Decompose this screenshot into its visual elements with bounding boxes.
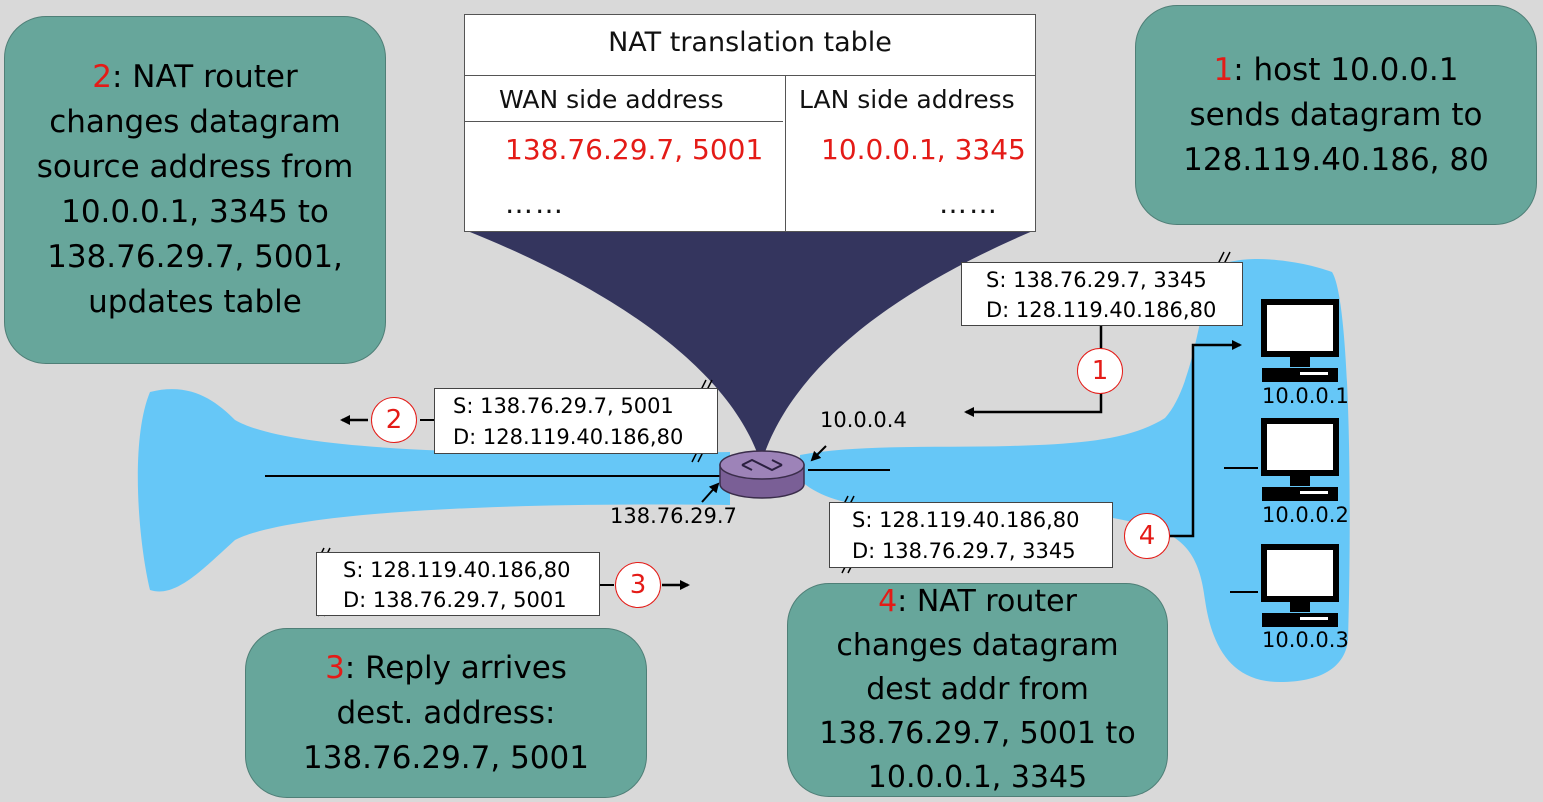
callout-step2-line1: : NAT router bbox=[112, 59, 298, 95]
packet-step3: S: 128.119.40.186,80 D: 138.76.29.7, 500… bbox=[316, 552, 600, 616]
callout-step4-line2: changes datagram bbox=[836, 628, 1119, 663]
step3-marker: 3 bbox=[615, 562, 661, 608]
callout-step4-line4: 138.76.29.7, 5001 to bbox=[819, 716, 1136, 751]
packet-step4: S: 128.119.40.186,80 D: 138.76.29.7, 334… bbox=[829, 502, 1113, 568]
packet-step2-source: S: 138.76.29.7, 5001 bbox=[453, 394, 674, 418]
step4-connector bbox=[1168, 340, 1242, 538]
step1-marker: 1 bbox=[1077, 348, 1123, 394]
lan-address-cell: 10.0.0.1, 3345 bbox=[821, 133, 1026, 166]
wan-column-header: WAN side address bbox=[499, 85, 724, 114]
packet-step4-dest: D: 138.76.29.7, 3345 bbox=[852, 539, 1076, 563]
callout-step3: 3: Reply arrives dest. address: 138.76.2… bbox=[245, 628, 647, 798]
callout-step2-line4: 10.0.0.1, 3345 to bbox=[61, 194, 329, 230]
host1-computer-icon[interactable] bbox=[1261, 299, 1339, 382]
nat-table-header-underline bbox=[465, 121, 783, 122]
nat-table-divider bbox=[465, 75, 1035, 76]
router-wan-address: 138.76.29.7 bbox=[610, 504, 737, 528]
lan-column-header: LAN side address bbox=[799, 85, 1015, 114]
packet-step3-source: S: 128.119.40.186,80 bbox=[343, 558, 571, 582]
callout-step4-line3: dest addr from bbox=[866, 672, 1089, 707]
callout-step3-line1: : Reply arrives bbox=[344, 649, 567, 686]
callout-step3-line3: 138.76.29.7, 5001 bbox=[303, 739, 589, 776]
nat-table-title: NAT translation table bbox=[608, 27, 892, 58]
nat-router-icon[interactable] bbox=[719, 450, 805, 499]
lan-more-rows: …… bbox=[939, 187, 999, 220]
packet-step3-dest: D: 138.76.29.7, 5001 bbox=[343, 588, 567, 612]
callout-step3-line2: dest. address: bbox=[336, 694, 556, 731]
callout-step2-line5: 138.76.29.7, 5001, bbox=[47, 239, 343, 275]
callout-step2: 2: NAT router changes datagram source ad… bbox=[4, 16, 386, 364]
callout-step1: 1: host 10.0.0.1 sends datagram to 128.1… bbox=[1135, 5, 1537, 225]
router-lan-address: 10.0.0.4 bbox=[820, 408, 907, 432]
host3-address: 10.0.0.3 bbox=[1262, 628, 1349, 652]
nat-table-funnel bbox=[465, 230, 1035, 455]
wan-network-horn bbox=[137, 389, 730, 592]
callout-step4: 4: NAT router changes datagram dest addr… bbox=[787, 583, 1168, 797]
wan-address-cell: 138.76.29.7, 5001 bbox=[505, 133, 764, 166]
callout-step3-number: 3 bbox=[325, 649, 345, 686]
lan-network-region bbox=[800, 259, 1350, 682]
host2-address: 10.0.0.2 bbox=[1262, 503, 1349, 527]
packet-step1: S: 138.76.29.7, 3345 D: 128.119.40.186,8… bbox=[961, 262, 1243, 326]
callout-step2-number: 2 bbox=[92, 59, 112, 95]
packet-step2-dest: D: 128.119.40.186,80 bbox=[453, 425, 684, 449]
callout-step1-number: 1 bbox=[1213, 51, 1234, 88]
callout-step4-line1: : NAT router bbox=[897, 584, 1077, 619]
wan-more-rows: …… bbox=[505, 187, 565, 220]
host1-address: 10.0.0.1 bbox=[1262, 384, 1349, 408]
host2-computer-icon[interactable] bbox=[1261, 418, 1339, 501]
callout-step4-line5: 10.0.0.1, 3345 bbox=[867, 760, 1088, 795]
packet-step1-dest: D: 128.119.40.186,80 bbox=[986, 298, 1217, 322]
step4-marker: 4 bbox=[1124, 513, 1170, 559]
router-wan-pointer bbox=[701, 482, 720, 503]
callout-step1-line1: : host 10.0.0.1 bbox=[1233, 51, 1459, 88]
callout-step1-line3: 128.119.40.186, 80 bbox=[1183, 141, 1489, 178]
callout-step2-line2: changes datagram bbox=[49, 104, 341, 140]
step2-marker: 2 bbox=[371, 397, 417, 443]
callout-step1-line2: sends datagram to bbox=[1189, 96, 1483, 133]
nat-table-column-divider bbox=[785, 75, 786, 232]
nat-translation-table: NAT translation table WAN side address L… bbox=[464, 14, 1036, 232]
host3-computer-icon[interactable] bbox=[1261, 544, 1339, 627]
router-lan-pointer bbox=[810, 445, 827, 462]
packet-step1-source: S: 138.76.29.7, 3345 bbox=[986, 268, 1207, 292]
packet-step2: S: 138.76.29.7, 5001 D: 128.119.40.186,8… bbox=[434, 388, 718, 454]
callout-step2-line3: source address from bbox=[36, 149, 354, 185]
packet-step4-source: S: 128.119.40.186,80 bbox=[852, 508, 1080, 532]
callout-step4-number: 4 bbox=[878, 584, 898, 619]
callout-step2-line6: updates table bbox=[88, 284, 302, 320]
